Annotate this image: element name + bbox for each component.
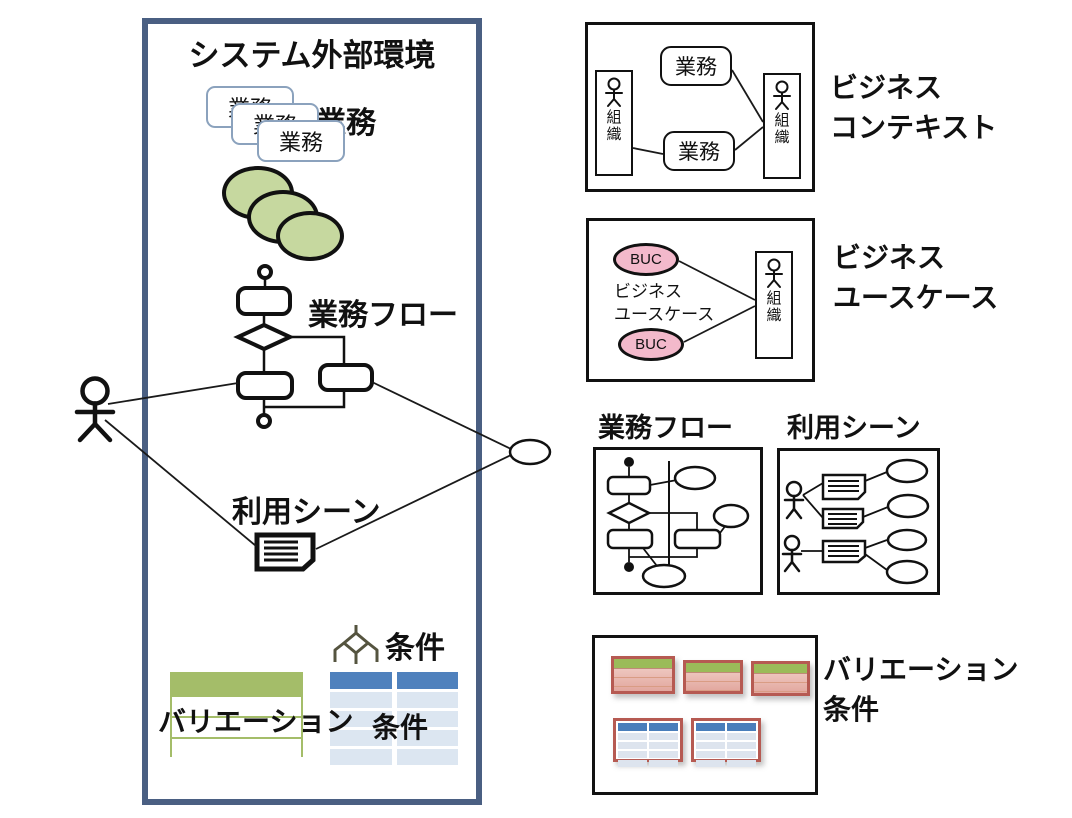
actor-icon xyxy=(74,376,116,443)
variation-table-small-2 xyxy=(683,660,743,694)
flow-decision-diamond xyxy=(233,322,295,352)
mini-actor-1 xyxy=(783,480,805,520)
flow-step-1 xyxy=(236,286,292,316)
condition-table-label: 条件 xyxy=(372,712,429,743)
usecase-ellipse xyxy=(508,438,552,466)
condition-tree-icon xyxy=(333,625,379,664)
org-actor-icon xyxy=(765,258,783,288)
business-context-lines xyxy=(632,69,764,155)
org-left-label: 組織 xyxy=(606,109,622,144)
scene-note-icon xyxy=(254,532,316,572)
flow-start-node xyxy=(257,264,273,280)
flow-step-2 xyxy=(236,371,294,400)
business-usecase-lines xyxy=(678,260,756,343)
org-right-label: 組織 xyxy=(774,112,790,147)
work-card-3: 業務 xyxy=(257,120,345,162)
scene-label: 利用シーン xyxy=(232,496,381,529)
buc-ellipse-1: BUC xyxy=(613,243,679,276)
variation-table-small-1 xyxy=(611,656,675,694)
condition-table-small-2 xyxy=(691,718,761,767)
context-work-bottom-label: 業務 xyxy=(678,141,720,164)
variation-condition-box xyxy=(592,635,818,795)
mini-flow-diagram xyxy=(606,457,750,589)
buc-org-box: 組織 xyxy=(755,251,793,359)
context-panel-label: ビジネス コンテキスト xyxy=(830,72,998,143)
mini-scene-diagram xyxy=(781,458,930,585)
variation-table-header xyxy=(172,674,301,695)
mini-scene-title: 利用シーン xyxy=(787,413,921,443)
work-card-3-label: 業務 xyxy=(278,130,323,155)
condition-table-header xyxy=(330,672,392,689)
buc-org-label: 組織 xyxy=(766,290,782,325)
buc-ellipse-2: BUC xyxy=(618,328,684,361)
variation-panel-label: バリエーション 条件 xyxy=(823,654,1019,725)
flow-end-node xyxy=(256,413,272,429)
variation-table-small-3 xyxy=(751,661,810,696)
org-actor-icon xyxy=(773,80,791,110)
org-box-left: 組織 xyxy=(595,70,633,176)
condition-icon-label: 条件 xyxy=(385,632,445,665)
flow-label: 業務フロー xyxy=(308,299,458,332)
condition-table xyxy=(330,672,458,768)
mini-note-icons xyxy=(821,473,867,564)
condition-table-small-1 xyxy=(613,718,683,767)
context-work-top: 業務 xyxy=(660,46,732,86)
business-flow-diagram xyxy=(233,264,374,429)
variation-table xyxy=(170,672,303,758)
org-actor-icon xyxy=(605,77,623,107)
mini-actor-2 xyxy=(781,534,803,573)
variation-label: バリエーション xyxy=(158,706,354,737)
context-work-bottom: 業務 xyxy=(663,131,735,171)
buc-2-label: BUC xyxy=(635,336,667,353)
buc-caption: ビジネス ユースケース xyxy=(614,282,715,324)
buc-panel-label: ビジネス ユースケース xyxy=(833,242,999,313)
buc-1-label: BUC xyxy=(630,251,662,268)
mini-flow-title: 業務フロー xyxy=(598,413,733,443)
org-box-right: 組織 xyxy=(763,73,801,179)
main-title: システム外部環境 xyxy=(188,38,436,73)
context-work-top-label: 業務 xyxy=(675,56,717,79)
flow-step-3 xyxy=(318,363,374,392)
green-ellipse-3 xyxy=(276,211,344,261)
